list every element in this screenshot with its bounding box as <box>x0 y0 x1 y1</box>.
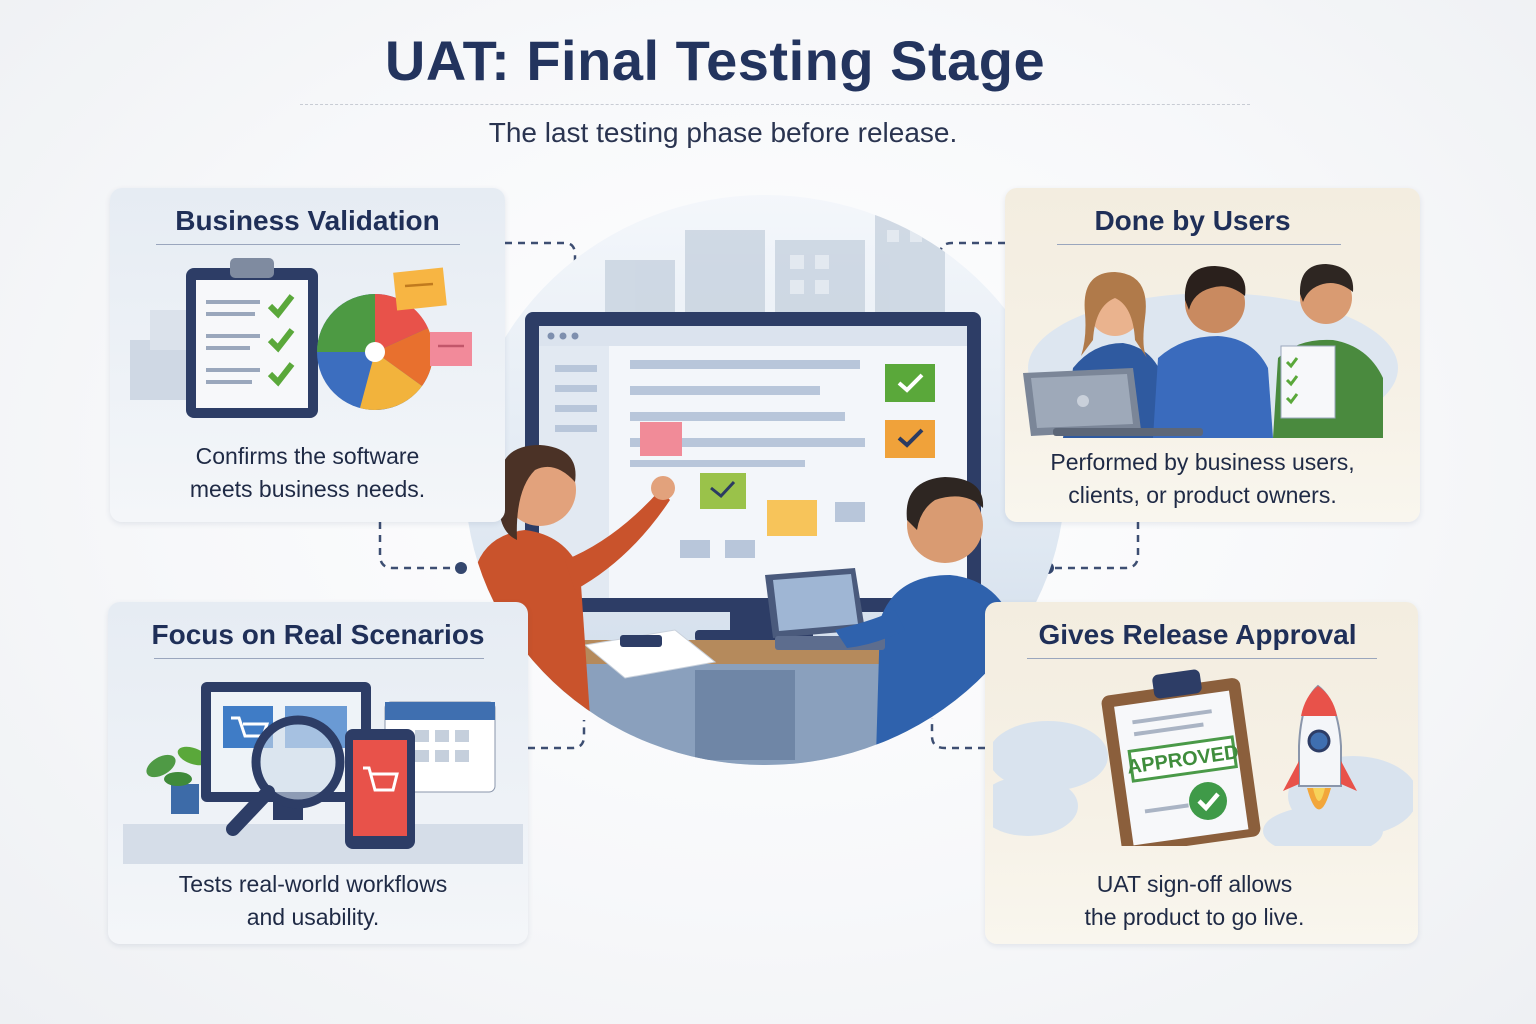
card-title: Focus on Real Scenarios <box>151 619 485 650</box>
card-description: Tests real-world workflows and usability… <box>108 868 528 934</box>
card-title: Business Validation <box>175 205 440 236</box>
title-divider <box>300 104 1250 105</box>
plant-icon <box>146 746 209 814</box>
card-done-by-users: Done by Users Performed by business user… <box>1005 188 1420 522</box>
check-badge-icon <box>1189 782 1227 820</box>
page-title: UAT: Final Testing Stage <box>384 29 1046 92</box>
card-description-line: Confirms the software <box>195 443 420 469</box>
card-title: Gives Release Approval <box>1038 619 1357 650</box>
card-title: Done by Users <box>1094 205 1291 236</box>
card-description-line: Tests real-world workflows <box>178 871 448 897</box>
card-release-approval: Gives Release Approval APPROVED <box>985 602 1418 944</box>
clipboard-checklist-icon <box>186 258 318 418</box>
pie-chart-icon <box>317 293 434 410</box>
card-description-line: the product to go live. <box>1084 904 1305 930</box>
shopping-cart-icon <box>231 716 270 738</box>
card-title-rule <box>1057 244 1341 245</box>
tablet-icon <box>345 729 415 849</box>
card-description: Performed by business users, clients, or… <box>1005 446 1420 512</box>
card-description: UAT sign-off allows the product to go li… <box>985 868 1418 934</box>
card-title-rule <box>156 244 460 245</box>
card-real-scenarios: Focus on Real Scenarios <box>108 602 528 944</box>
card-title-rule <box>154 658 484 659</box>
real-scenarios-illustration <box>123 682 523 864</box>
rocket-icon <box>1283 684 1357 810</box>
release-approval-illustration: APPROVED <box>993 669 1413 846</box>
card-description-line: UAT sign-off allows <box>1096 871 1293 897</box>
business-validation-illustration <box>130 258 472 418</box>
laptop-icon <box>1023 368 1203 436</box>
card-description-line: clients, or product owners. <box>1068 482 1337 508</box>
card-description-line: meets business needs. <box>189 476 426 502</box>
sticky-note-icon <box>393 267 472 366</box>
card-description: Confirms the software meets business nee… <box>110 440 505 506</box>
card-description-line: and usability. <box>246 904 380 930</box>
users-group-illustration <box>1023 264 1398 438</box>
card-business-validation: Business Validation Confirms the softwa <box>110 188 505 522</box>
card-title-rule <box>1027 658 1377 659</box>
central-scene <box>465 195 1065 765</box>
clipboard-checklist-icon: APPROVED <box>1101 669 1261 846</box>
magnifier-icon <box>226 715 345 836</box>
card-description-line: Performed by business users, <box>1050 449 1355 475</box>
page-subtitle: The last testing phase before release. <box>488 117 958 148</box>
